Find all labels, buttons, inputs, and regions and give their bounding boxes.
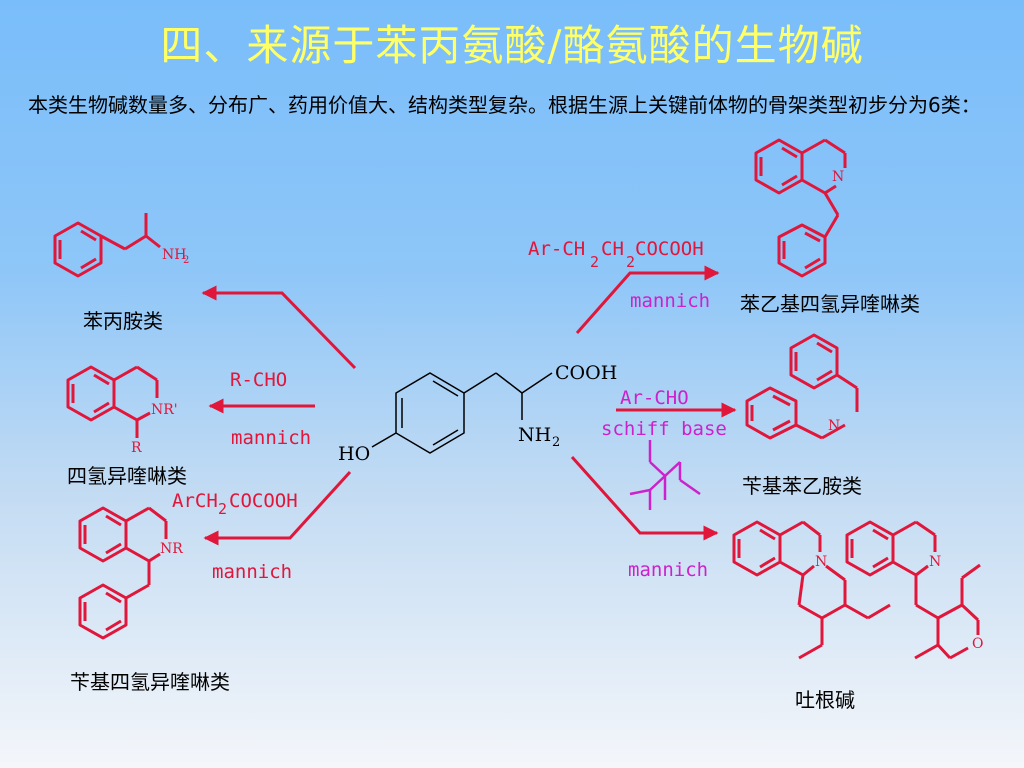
reagent-schiff-base: schiff base xyxy=(601,418,727,440)
arrow-to-benzyl-thiq xyxy=(203,470,352,546)
arrow-to-phenethyl-thiq xyxy=(575,265,720,334)
nh2-subscript: 2 xyxy=(552,435,560,450)
r-atom-label: R xyxy=(131,440,142,456)
class-thiq: 四氢异喹啉类 xyxy=(67,464,187,488)
phenylpropylamine-structure xyxy=(53,213,161,278)
arrow-to-emetine xyxy=(570,455,719,541)
emetine-structure-2 xyxy=(845,520,981,660)
fragment-structure xyxy=(629,440,701,510)
phenethyl-thiq-structure xyxy=(754,138,847,278)
reagent-arch2ch2-sub2: 2 xyxy=(626,253,636,271)
intro-text: 本类生物碱数量多、分布广、药用价值大、结构类型复杂。根据生源上关键前体物的骨架类… xyxy=(28,93,981,117)
emetine-structure-1 xyxy=(732,520,891,660)
reagent-ar-cho: Ar-CHO xyxy=(620,387,689,409)
benzyl-thiq-structure xyxy=(78,506,168,640)
reaction-arrows xyxy=(201,265,737,546)
thiq-structure xyxy=(66,365,159,438)
reagent-arch2-part2: COCOOH xyxy=(229,490,298,512)
reagent-arch2-part1: ArCH xyxy=(172,490,218,512)
reagent-arch2ch2-sub1: 2 xyxy=(590,253,600,271)
mannich-label-benzyl-thiq: mannich xyxy=(212,561,293,583)
arrow-to-phenylpropylamine xyxy=(201,285,357,370)
reagent-arch2ch2-part1: Ar-CH xyxy=(528,238,586,260)
n-atom-label-1: N xyxy=(832,169,844,185)
nh2-label: NH xyxy=(518,424,551,446)
benzyl-phenethylamine-structure xyxy=(745,333,859,440)
mannich-label-thiq: mannich xyxy=(231,427,312,449)
class-phenethyl-thiq: 苯乙基四氢异喹啉类 xyxy=(740,292,920,316)
mannich-label-emetine: mannich xyxy=(628,559,709,581)
reagent-arch2-subscript: 2 xyxy=(218,500,228,518)
cooh-label: COOH xyxy=(555,362,617,384)
nr-atom-label: NR xyxy=(160,541,183,557)
ho-label: HO xyxy=(338,443,370,465)
class-emetine: 吐根碱 xyxy=(795,688,855,712)
mannich-label-phenethyl-thiq: mannich xyxy=(630,290,711,312)
nh2-atom-subscript: 2 xyxy=(183,255,189,266)
nr-prime-atom-label: NR' xyxy=(151,402,178,418)
reagent-r-cho: R-CHO xyxy=(230,369,288,391)
reagent-arch2ch2-part3: COCOOH xyxy=(635,238,704,260)
n-atom-label-2: N xyxy=(828,418,840,434)
slide-title: 四、来源于苯丙氨酸/酪氨酸的生物碱 xyxy=(160,21,864,70)
o-atom-label: O xyxy=(972,636,983,652)
class-benzyl-thiq: 苄基四氢异喹啉类 xyxy=(70,670,230,694)
reagent-arch2ch2-part2: CH xyxy=(601,238,624,260)
nh2-atom-label: NH xyxy=(162,247,186,263)
n-atom-label-3: N xyxy=(815,554,827,570)
tyrosine-structure xyxy=(371,372,553,454)
n-atom-label-4: N xyxy=(929,554,941,570)
class-phenylpropylamine: 苯丙胺类 xyxy=(83,309,163,333)
class-benzyl-phenethylamine: 苄基苯乙胺类 xyxy=(742,474,862,498)
